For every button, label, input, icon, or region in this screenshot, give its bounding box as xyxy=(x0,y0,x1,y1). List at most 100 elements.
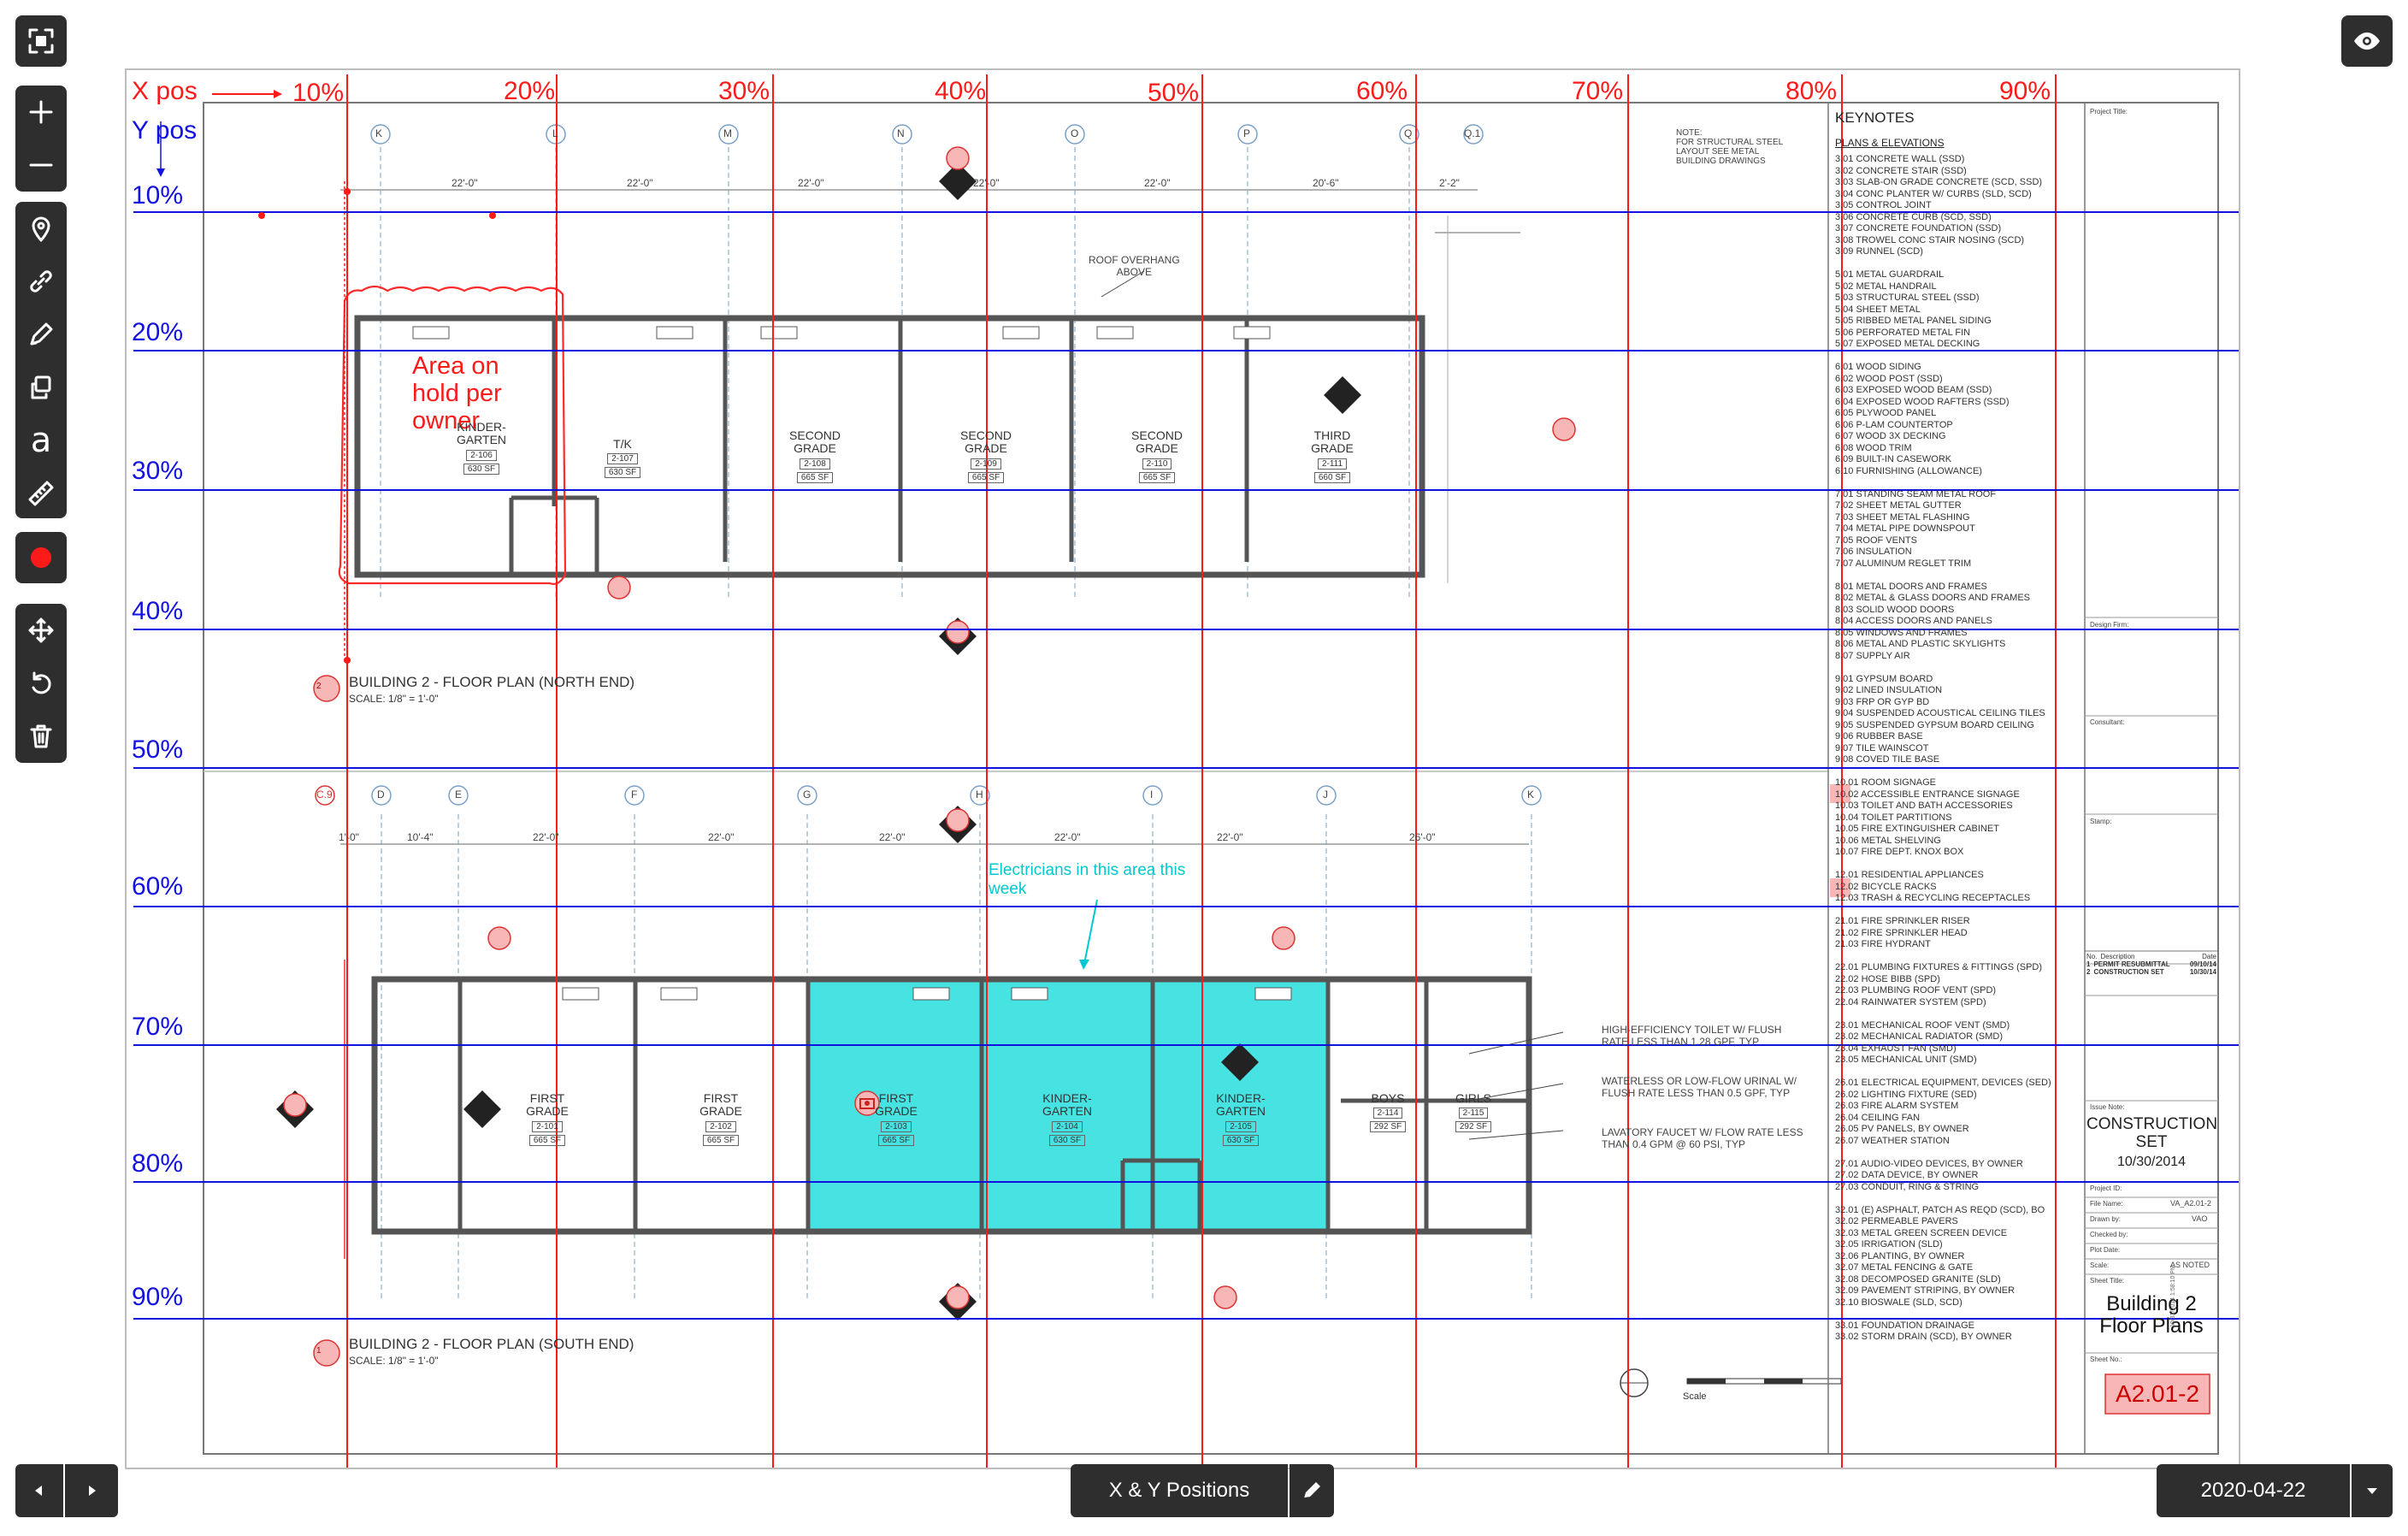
room-name: KINDER- GARTEN xyxy=(1042,1091,1093,1119)
grid-bubble: I xyxy=(1150,789,1154,800)
keynote-item: 26.04 CEILING FAN xyxy=(1835,1112,1921,1123)
keynotes-title: KEYNOTES xyxy=(1835,109,1915,126)
y-tick-30: 30% xyxy=(132,457,184,485)
visibility-button[interactable] xyxy=(2341,15,2393,67)
ruler-tool[interactable] xyxy=(15,467,67,520)
keynote-item: 8.07 SUPPLY AIR xyxy=(1835,650,1910,661)
roof-overhang-note: ROOF OVERHANG ABOVE xyxy=(1089,254,1180,278)
trash-button[interactable] xyxy=(15,710,67,763)
dimension: 22'-0" xyxy=(879,831,906,843)
keynote-item: 6.06 P-LAM COUNTERTOP xyxy=(1835,419,1953,430)
rev-date: 09/10/14 xyxy=(2189,960,2216,968)
hold-note-line: hold per xyxy=(412,380,502,407)
keynote-item xyxy=(1835,1008,2083,1020)
move-button[interactable] xyxy=(15,604,67,657)
date-dropdown-button[interactable] xyxy=(2352,1464,2393,1517)
keynote-item: 6.09 BUILT-IN CASEWORK xyxy=(1835,454,1952,464)
text-tool[interactable]: a xyxy=(15,414,67,467)
keynote-item: 6.08 WOOD TRIM xyxy=(1835,442,1912,453)
room-area: 660 SF xyxy=(1313,471,1351,483)
trash-icon xyxy=(30,724,52,748)
issue-note-label: Issue Note: xyxy=(2090,1103,2125,1111)
keynote-item: 10.03 TOILET AND BATH ACCESSORIES xyxy=(1835,800,2013,811)
y-tick-80: 80% xyxy=(132,1149,184,1178)
chevron-down-icon xyxy=(2367,1488,2377,1494)
electricians-note-line: Electricians in this area this xyxy=(989,861,1186,879)
prev-page-button[interactable] xyxy=(15,1464,63,1517)
keynote-item: 27.01 AUDIO-VIDEO DEVICES, BY OWNER xyxy=(1835,1158,2023,1169)
zoom-out-button[interactable] xyxy=(15,139,67,192)
keynote-item: 27.02 DATA DEVICE, BY OWNER xyxy=(1835,1170,1979,1180)
drawing-sheet[interactable]: X pos Y pos 10% 20% 30% 40% 50% 60% 70% … xyxy=(125,68,2240,1469)
y-tick-10: 10% xyxy=(132,181,184,210)
x-tick-80: 80% xyxy=(1785,77,1838,105)
y-tick-20: 20% xyxy=(132,318,184,346)
north-plan-title: BUILDING 2 - FLOOR PLAN (NORTH END) xyxy=(349,674,635,690)
south-plan-title: BUILDING 2 - FLOOR PLAN (SOUTH END) xyxy=(349,1336,634,1352)
room-number: 2-104 xyxy=(1052,1120,1083,1132)
keynote-item: 9.07 TILE WAINSCOT xyxy=(1835,742,1929,753)
pin-tool[interactable] xyxy=(15,202,67,255)
keynote-item: 5.03 STRUCTURAL STEEL (SSD) xyxy=(1835,292,1980,303)
keynote-item xyxy=(1835,859,2083,871)
shapes-tool[interactable] xyxy=(15,361,67,414)
grid-bubble: G xyxy=(803,789,812,800)
keynote-item: 21.02 FIRE SPRINKLER HEAD xyxy=(1835,927,1968,938)
zoom-controls xyxy=(15,86,67,192)
pen-tool[interactable] xyxy=(15,308,67,361)
dimension: 1'-0" xyxy=(339,831,359,843)
keynote-item xyxy=(1835,351,2083,363)
link-tool[interactable] xyxy=(15,255,67,308)
sheet-no-label: Sheet No.: xyxy=(2090,1356,2122,1363)
dimension: 20'-6" xyxy=(1313,177,1339,189)
room-area: 665 SF xyxy=(796,471,834,483)
camera-marker xyxy=(854,1090,880,1116)
keynote-item xyxy=(1835,951,2083,963)
keynote-item: 3.07 CONCRETE FOUNDATION (SSD) xyxy=(1835,223,2002,233)
keynote-item: 5.01 METAL GUARDRAIL xyxy=(1835,269,1945,280)
undo-icon xyxy=(32,671,51,694)
keynote-item: 7.06 INSULATION xyxy=(1835,546,1912,557)
room-area: 292 SF xyxy=(1455,1121,1492,1133)
pen-icon xyxy=(30,322,53,346)
south-plan-scale: SCALE: 1/8" = 1'-0" xyxy=(349,1355,439,1367)
plot-timestamp: 10/31/2014 1:58:10 PM xyxy=(2170,1265,2176,1327)
keynote-item: 9.01 GYPSUM BOARD xyxy=(1835,673,1933,684)
x-tick-70: 70% xyxy=(1572,77,1624,105)
zoom-in-button[interactable] xyxy=(15,86,67,139)
keynote-item: 12.02 BICYCLE RACKS xyxy=(1835,881,1937,892)
room-name: SECOND GRADE xyxy=(789,428,841,456)
keynote-item: 32.02 PERMEABLE PAVERS xyxy=(1835,1216,1958,1226)
y-axis-label: Y pos xyxy=(132,116,198,145)
room-name: SECOND GRADE xyxy=(1131,428,1183,456)
record-button[interactable] xyxy=(15,532,67,583)
file-name: VA_A2.01-2 xyxy=(2170,1199,2211,1208)
keynote-item: 7.04 METAL PIPE DOWNSPOUT xyxy=(1835,523,1975,534)
room-number: 2-110 xyxy=(1142,458,1172,470)
next-page-button[interactable] xyxy=(65,1464,118,1517)
rev-no: 1 xyxy=(2086,960,2091,968)
date-selector[interactable]: 2020-04-22 xyxy=(2157,1464,2350,1517)
hold-note[interactable]: Area on hold per owner xyxy=(412,352,502,434)
keynote-item xyxy=(1835,905,2083,917)
grid-bubble: K xyxy=(375,127,383,139)
electricians-note[interactable]: Electricians in this area this week xyxy=(989,861,1185,899)
x-tick-40: 40% xyxy=(935,77,987,105)
keynote-item: 3.03 SLAB-ON GRADE CONCRETE (SCD, SSD) xyxy=(1835,177,2043,187)
dimension: 26'-0" xyxy=(1409,831,1436,843)
x-tick-60: 60% xyxy=(1356,77,1408,105)
undo-button[interactable] xyxy=(15,657,67,710)
minus-icon xyxy=(29,163,53,167)
keynote-item: 5.05 RIBBED METAL PANEL SIDING xyxy=(1835,316,1992,326)
fit-screen-button[interactable] xyxy=(15,15,67,67)
sheet-number: A2.01-2 xyxy=(2115,1380,2200,1407)
edit-layer-button[interactable] xyxy=(1290,1464,1334,1517)
keynote-item xyxy=(1835,1193,2083,1205)
grid-bubble: L xyxy=(552,127,558,139)
keynote-item: 6.10 FURNISHING (ALLOWANCE) xyxy=(1835,465,1982,476)
layer-selector[interactable]: X & Y Positions xyxy=(1071,1464,1288,1517)
keynote-item: 7.05 ROOF VENTS xyxy=(1835,535,1917,546)
